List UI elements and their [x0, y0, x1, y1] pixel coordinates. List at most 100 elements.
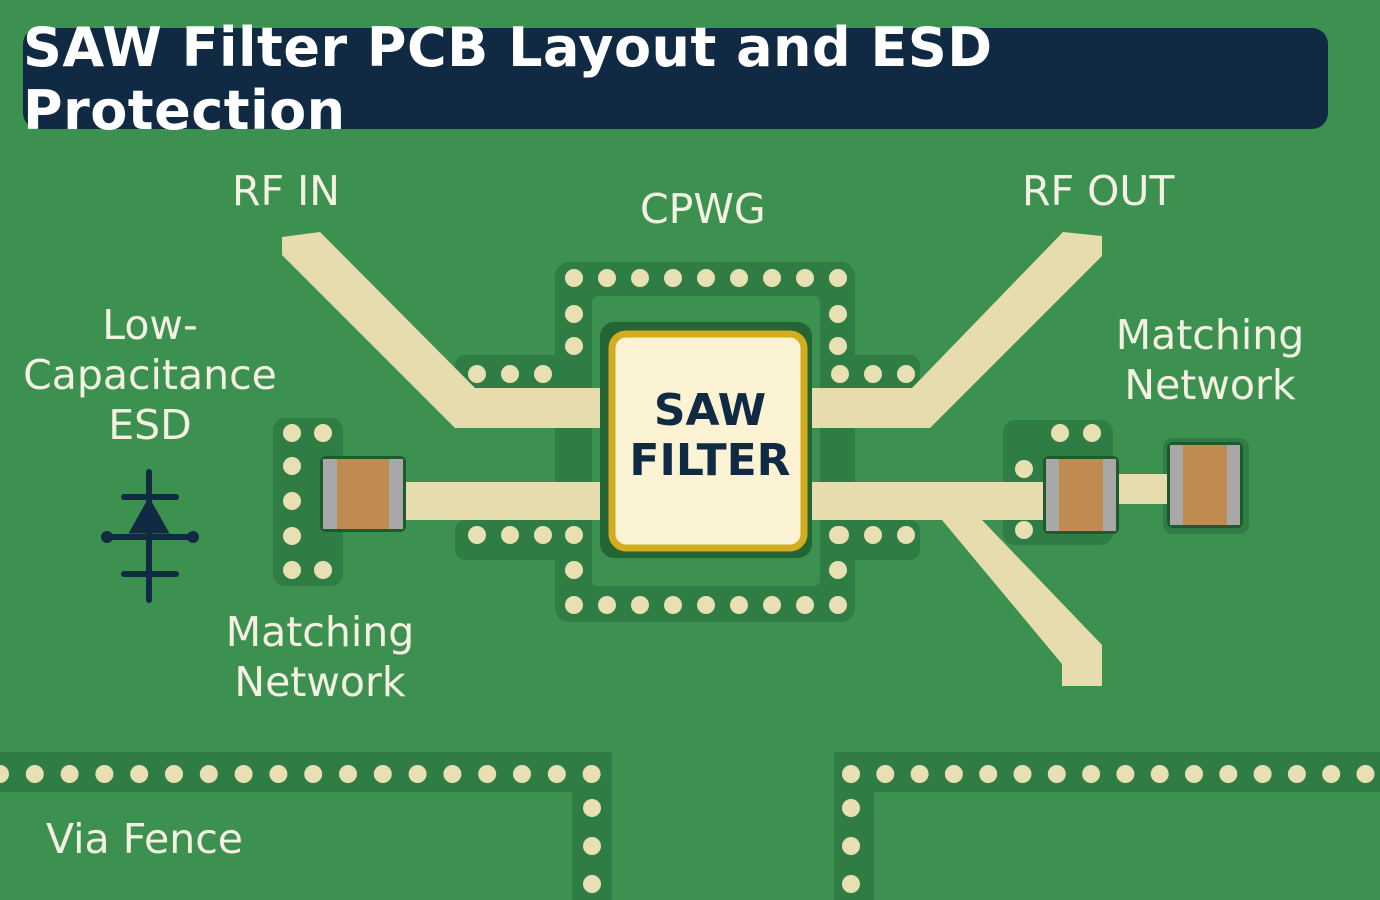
via: [199, 765, 218, 783]
label-cpwg: CPWG: [640, 185, 766, 233]
via: [565, 526, 583, 544]
via: [842, 799, 860, 817]
via: [565, 305, 583, 323]
via: [565, 561, 583, 579]
saw-filter-label: SAW FILTER: [618, 386, 802, 486]
label-esd-line1: Low-: [102, 301, 198, 349]
via: [829, 337, 847, 355]
label-matching-right-line1: Matching: [1115, 311, 1305, 359]
via: [130, 765, 149, 783]
via: [730, 596, 748, 614]
via: [1287, 765, 1306, 783]
via: [1082, 765, 1101, 783]
via: [304, 765, 323, 783]
label-via-fence: Via Fence: [46, 815, 244, 863]
trace-left-branch: [400, 482, 612, 520]
via: [534, 526, 552, 544]
via: [1015, 521, 1033, 539]
via: [314, 424, 332, 442]
via: [1083, 424, 1101, 442]
rf-traces: [282, 232, 1174, 686]
via: [283, 561, 301, 579]
via: [979, 765, 998, 783]
saw-label-line2: FILTER: [629, 435, 791, 486]
via: [1253, 765, 1272, 783]
via: [60, 765, 79, 783]
via: [501, 526, 519, 544]
label-rf-out: RF OUT: [1022, 167, 1175, 215]
via: [598, 596, 616, 614]
via: [842, 765, 860, 783]
capacitor-left[interactable]: [320, 456, 406, 532]
trace-rf-out: [808, 232, 1102, 428]
via: [1015, 460, 1033, 478]
trace-right-branch: [808, 482, 1102, 686]
via: [864, 526, 882, 544]
via: [547, 765, 566, 783]
page-title: SAW Filter PCB Layout and ESD Protection: [23, 15, 993, 142]
via: [1219, 765, 1238, 783]
via: [25, 765, 44, 783]
saw-filter-chip[interactable]: [608, 330, 808, 552]
via: [468, 365, 486, 383]
via: [664, 269, 682, 287]
via: [283, 424, 301, 442]
via: [1116, 765, 1135, 783]
esd-diode-icon: [101, 469, 199, 603]
via: [829, 561, 847, 579]
via: [283, 492, 301, 510]
trace-cap-link: [1110, 474, 1174, 504]
via: [631, 596, 649, 614]
via: [583, 875, 601, 893]
via: [565, 596, 583, 614]
via: [831, 365, 849, 383]
via: [513, 765, 531, 783]
via: [730, 269, 748, 287]
via: [1051, 424, 1069, 442]
via: [283, 457, 301, 475]
label-rf-in: RF IN: [232, 167, 340, 215]
via: [565, 269, 583, 287]
capacitor-right-1[interactable]: [1043, 456, 1119, 534]
via: [1185, 765, 1203, 783]
via: [944, 765, 963, 783]
via: [1047, 765, 1066, 783]
label-esd-line2: Capacitance: [23, 351, 277, 399]
via: [501, 365, 519, 383]
via: [234, 765, 253, 783]
via: [598, 269, 616, 287]
via: [842, 837, 860, 855]
label-matching-left-line1: Matching: [225, 608, 415, 656]
via: [829, 596, 847, 614]
via: [763, 596, 781, 614]
label-matching-left-line2: Network: [234, 658, 406, 706]
via: [897, 526, 915, 544]
label-matching-left: Matching Network: [205, 607, 435, 707]
via: [583, 837, 601, 855]
via: [1322, 765, 1341, 783]
via: [1356, 765, 1375, 783]
label-matching-right: Matching Network: [1095, 310, 1325, 410]
via: [763, 269, 781, 287]
via: [1013, 765, 1032, 783]
via: [897, 365, 915, 383]
via: [0, 765, 9, 783]
via: [664, 596, 682, 614]
capacitor-right-2[interactable]: [1167, 442, 1243, 528]
via: [565, 337, 583, 355]
via: [468, 526, 486, 544]
via-fence: [0, 269, 1375, 893]
via: [829, 305, 847, 323]
saw-label-line1: SAW: [653, 385, 767, 436]
via: [842, 875, 860, 893]
title-banner: SAW Filter PCB Layout and ESD Protection: [23, 16, 1328, 142]
via: [314, 561, 332, 579]
via: [534, 365, 552, 383]
via: [583, 799, 601, 817]
via: [408, 765, 427, 783]
via: [864, 365, 882, 383]
via: [910, 765, 929, 783]
via: [697, 596, 715, 614]
via: [631, 269, 649, 287]
